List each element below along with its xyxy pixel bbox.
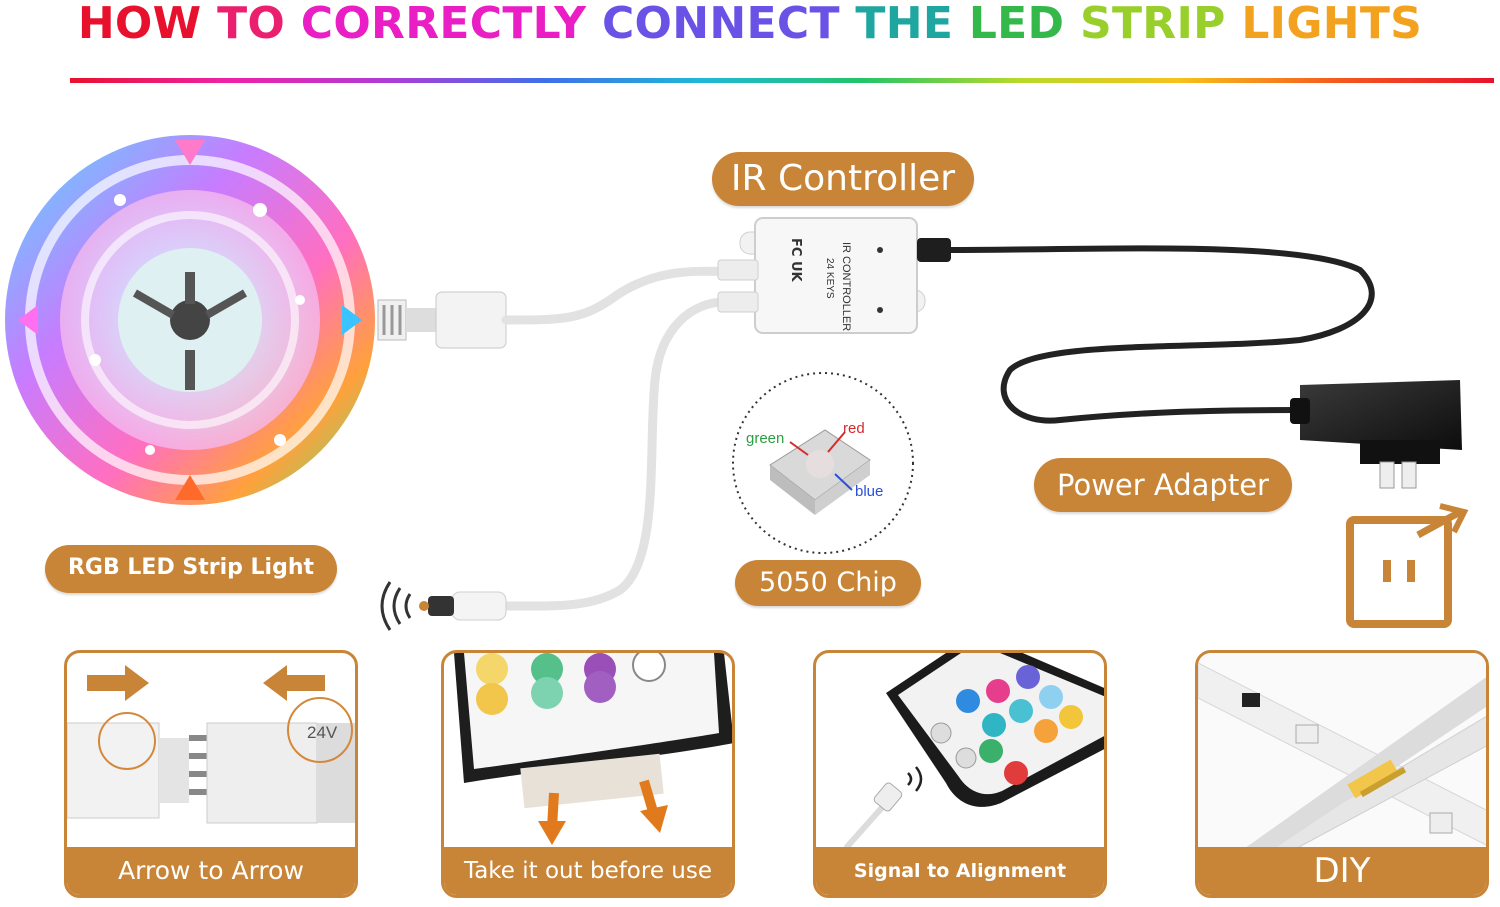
panel-arrow-to-arrow: 24V Arrow to Arrow bbox=[64, 650, 358, 898]
controller-name-text: IR CONTROLLER bbox=[840, 242, 852, 332]
caption-arrow-to-arrow: Arrow to Arrow bbox=[67, 847, 355, 895]
title-word: CONNECT bbox=[601, 0, 840, 49]
rainbow-divider bbox=[70, 78, 1494, 83]
strip-cable bbox=[501, 266, 735, 325]
rgb-strip-label: RGB LED Strip Light bbox=[45, 545, 337, 593]
power-cable bbox=[947, 245, 1375, 424]
panel-diy: DIY bbox=[1195, 650, 1489, 898]
chip-label-green: green bbox=[746, 430, 785, 447]
ir-receiver bbox=[380, 581, 507, 631]
controller-keys-text: 24 KEYS bbox=[824, 258, 835, 299]
caption-diy: DIY bbox=[1198, 847, 1486, 895]
title-word: CORRECTLY bbox=[300, 0, 587, 49]
title-word: LED bbox=[968, 0, 1065, 49]
svg-text:FC UK: FC UK bbox=[788, 238, 803, 283]
ir-receiver-cable bbox=[500, 297, 735, 611]
power-adapter-label: Power Adapter bbox=[1034, 458, 1292, 512]
chip-label: 5050 Chip bbox=[735, 560, 921, 606]
page-title: HOW TO CORRECTLY CONNECT THE LED STRIP L… bbox=[0, 0, 1500, 50]
ir-controller-box: FC UK bbox=[717, 217, 951, 334]
voltage-marker: 24V bbox=[307, 723, 338, 742]
strip-connector bbox=[377, 291, 507, 349]
title-word: STRIP bbox=[1079, 0, 1226, 49]
ir-controller-label: IR Controller bbox=[712, 152, 974, 206]
led-strip-reel bbox=[5, 135, 375, 505]
caption-take-it-out: Take it out before use bbox=[444, 847, 732, 895]
title-word: HOW bbox=[77, 0, 202, 49]
title-word: THE bbox=[855, 0, 954, 49]
chip-label-red: red bbox=[843, 420, 865, 437]
chip-label-blue: blue bbox=[855, 483, 884, 500]
title-word: TO bbox=[217, 0, 286, 49]
caption-signal-alignment: Signal to Alignment bbox=[816, 847, 1104, 895]
wall-socket-icon bbox=[1346, 503, 1469, 628]
panel-signal-alignment: Signal to Alignment bbox=[813, 650, 1107, 898]
panel-take-it-out: Take it out before use bbox=[441, 650, 735, 898]
title-word: LIGHTS bbox=[1241, 0, 1423, 49]
chip-illustration bbox=[732, 372, 914, 554]
power-adapter bbox=[1290, 380, 1462, 489]
